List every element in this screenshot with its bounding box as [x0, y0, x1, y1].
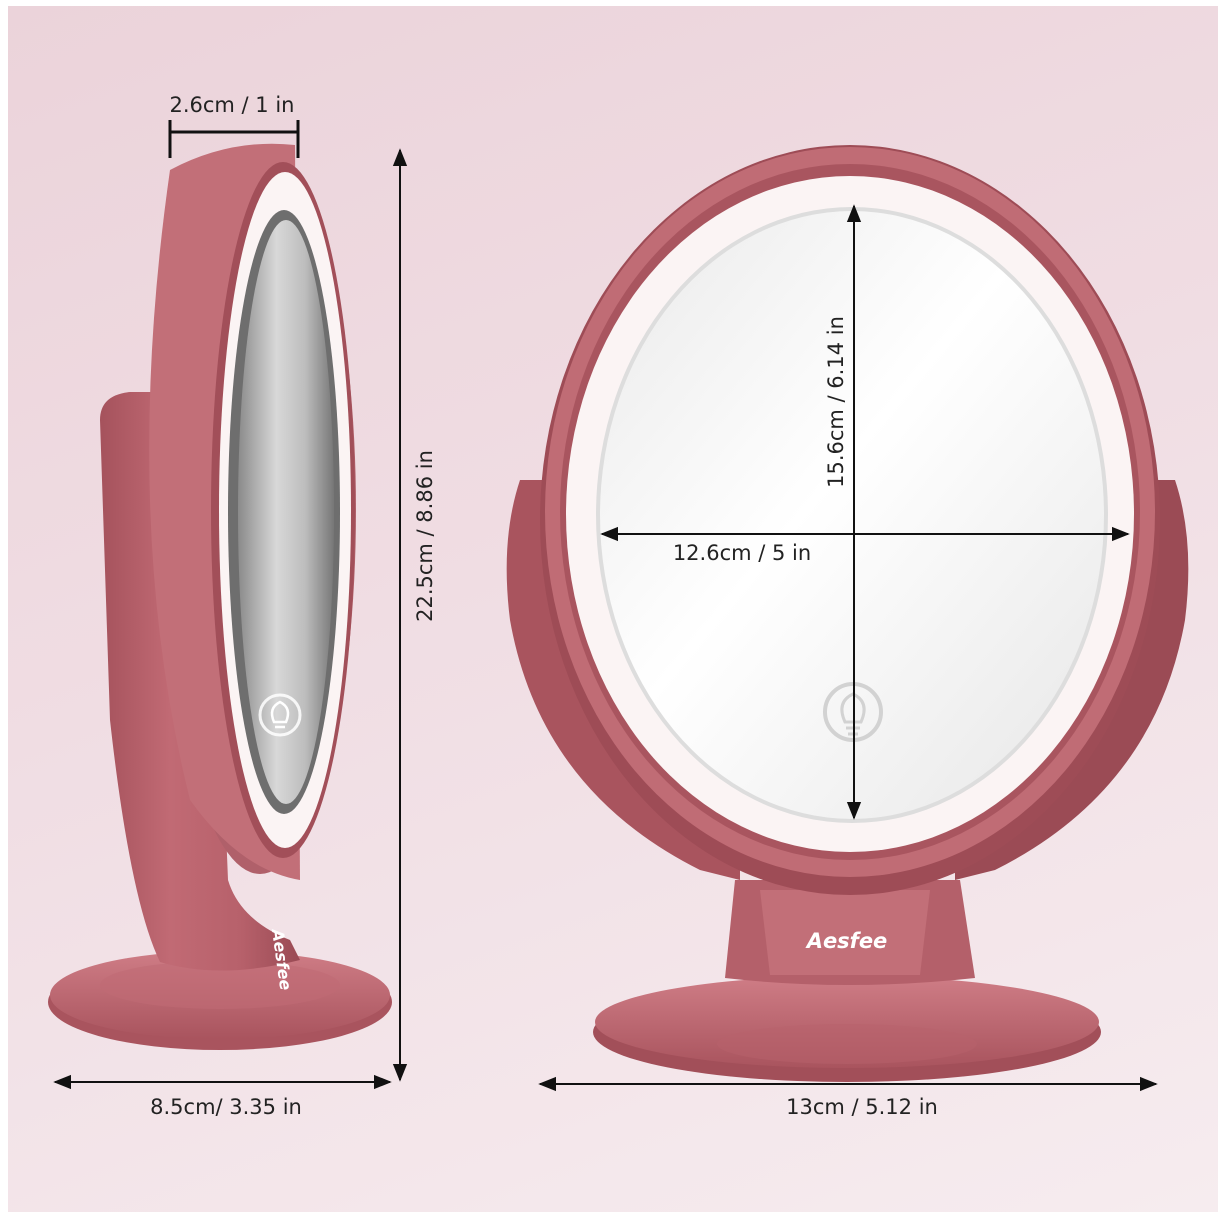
side-base-width-label: 8.5cm/ 3.35 in [150, 1095, 302, 1119]
front-view-mirror: Aesfee [506, 145, 1189, 1082]
light-bulb-icon [258, 693, 302, 737]
front-base-width-label: 13cm / 5.12 in [786, 1095, 938, 1119]
mirror-illustration: Aesfee 2.6cm / 1 in 22.5cm / 8.86 in 8.5… [48, 93, 1189, 1119]
thickness-label: 2.6cm / 1 in [169, 93, 294, 117]
mirror-width-label: 12.6cm / 5 in [673, 541, 811, 565]
side-dimension-lines [53, 120, 408, 1090]
front-brand-logo: Aesfee [805, 929, 888, 953]
mirror-height-label: 15.6cm / 6.14 in [824, 316, 848, 488]
side-view-mirror: Aesfee [48, 143, 392, 1050]
front-dimension-lines [538, 204, 1158, 1092]
product-image: Aesfee 2.6cm / 1 in 22.5cm / 8.86 in 8.5… [8, 6, 1218, 1212]
height-label: 22.5cm / 8.86 in [413, 450, 437, 622]
